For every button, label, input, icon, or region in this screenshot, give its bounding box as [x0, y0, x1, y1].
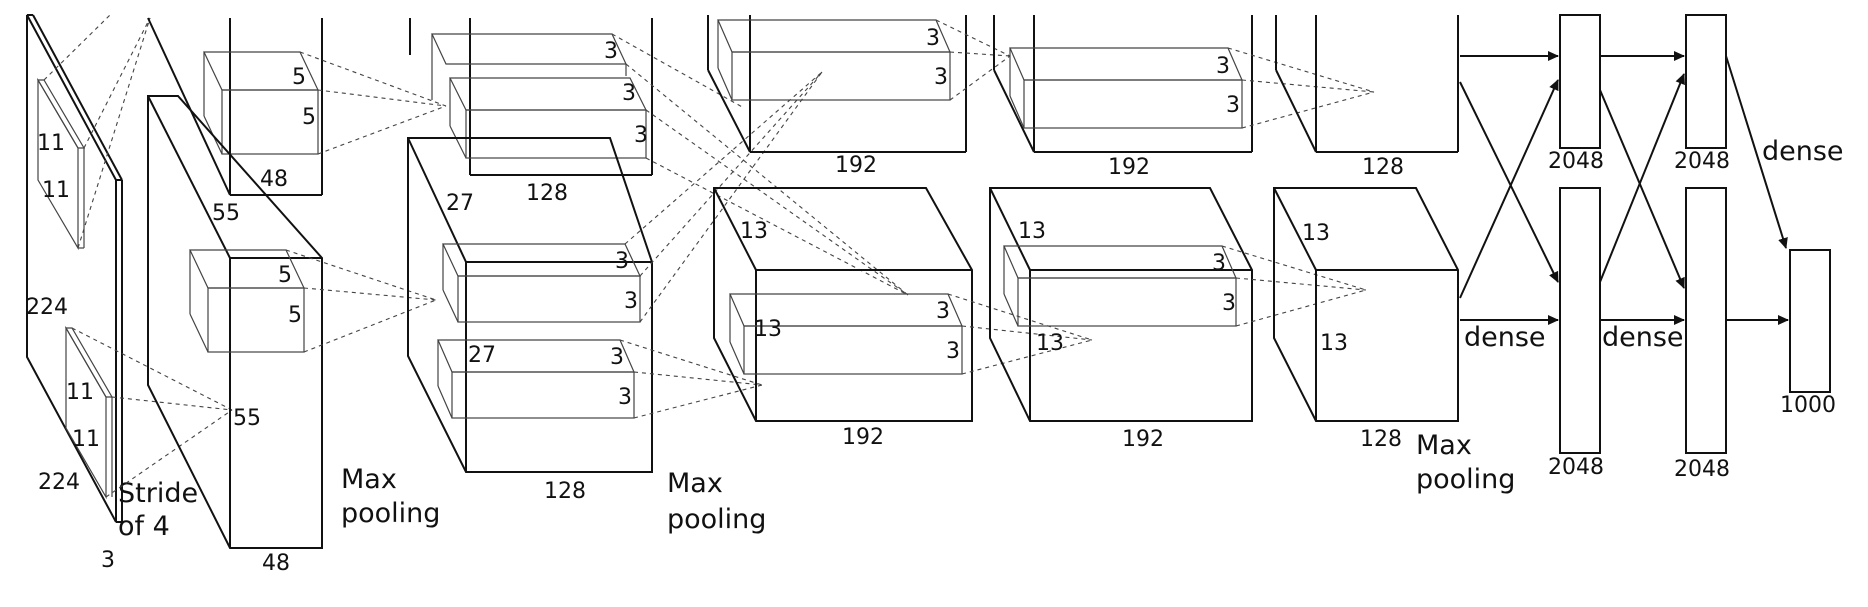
- input-connections: [43, 14, 233, 498]
- conv4-bottom-depth-label: 192: [1122, 427, 1164, 452]
- conv5-top-depth-label: 128: [1362, 155, 1404, 180]
- conv3-size-label-top: 13: [740, 219, 768, 244]
- conv1-top-kernel-label-1: 5: [292, 65, 306, 90]
- pool1-label-line1: Max: [341, 464, 397, 495]
- input-volume: [26, 14, 123, 523]
- conv2-top-depth-label: 128: [526, 181, 568, 206]
- conv5-bottom-depth-label: 128: [1360, 427, 1402, 452]
- dense-arrows: [1459, 51, 1789, 325]
- conv2-size-label-bottom: 27: [468, 343, 496, 368]
- conv2-bottom-kernel-2: [437, 339, 635, 419]
- conv4-size-label-top: 13: [1018, 219, 1046, 244]
- conv4-connections: [1221, 47, 1375, 327]
- conv2-top-kernel-2: [449, 77, 647, 159]
- conv4-top-volume: [993, 15, 1253, 153]
- conv1-bottom-depth-label: 48: [262, 551, 290, 576]
- fc1-top-label: 2048: [1548, 149, 1604, 174]
- input-size-label-top: 224: [26, 295, 68, 320]
- output-layer: [1789, 249, 1831, 393]
- conv1-top-depth-label: 48: [260, 167, 288, 192]
- conv2-bottom-kernel-label-3: 3: [610, 345, 624, 370]
- conv1-size-label-top: 55: [212, 201, 240, 226]
- fc2-top-layer: [1685, 14, 1727, 149]
- conv1-top-volume: [147, 17, 323, 196]
- conv1-top-kernel-label-2: 5: [302, 105, 316, 130]
- conv3-bottom-depth-label: 192: [842, 425, 884, 450]
- conv4-bottom-kernel-label-2: 3: [1222, 291, 1236, 316]
- conv2-bottom-kernel-1: [442, 243, 641, 323]
- pool1-label-line2: pooling: [341, 498, 440, 529]
- conv3-top-kernel-label-2: 3: [934, 65, 948, 90]
- conv2-bottom-kernel-label-1: 3: [615, 249, 629, 274]
- conv3-top-volume: [707, 15, 967, 153]
- conv5-bottom-volume: [1273, 187, 1459, 422]
- conv5-top-volume: [1275, 15, 1459, 153]
- conv1-connections: [285, 51, 447, 353]
- conv4-bottom-kernel: [1003, 245, 1237, 327]
- conv5-size-label-top: 13: [1302, 221, 1330, 246]
- fc1-bottom-layer: [1559, 187, 1601, 454]
- stride-label-line2: of 4: [118, 511, 170, 542]
- pool5-label-line2: pooling: [1416, 464, 1515, 495]
- conv3-connections: [935, 19, 1093, 375]
- conv4-top-depth-label: 192: [1108, 155, 1150, 180]
- conv2-bottom-kernel-label-2: 3: [624, 289, 638, 314]
- conv5-size-label-bottom: 13: [1320, 331, 1348, 356]
- conv3-bottom-kernel-label-1: 3: [936, 299, 950, 324]
- dense-label-2: dense: [1602, 322, 1684, 353]
- input-kernel-label-4: 11: [72, 427, 100, 452]
- conv2-top-kernel-label-3: 3: [634, 123, 648, 148]
- conv2-top-kernel-label-2: 3: [622, 81, 636, 106]
- conv1-bottom-kernel-label-1: 5: [278, 263, 292, 288]
- dense-label-top-right: dense: [1762, 136, 1844, 167]
- conv2-bottom-volume: [407, 137, 653, 473]
- conv3-top-kernel: [717, 19, 951, 101]
- stride-label-line1: Stride: [118, 478, 198, 509]
- conv2-bottom-kernel-label-4: 3: [618, 385, 632, 410]
- conv4-bottom-volume: [989, 187, 1253, 422]
- conv2-bottom-depth-label: 128: [544, 479, 586, 504]
- conv2-connections: [611, 33, 909, 419]
- input-depth-label: 3: [101, 548, 115, 573]
- fc1-top-layer: [1559, 14, 1601, 149]
- input-kernel-label-3: 11: [66, 380, 94, 405]
- conv4-top-kernel-label-2: 3: [1226, 93, 1240, 118]
- conv4-top-kernel-label-1: 3: [1216, 54, 1230, 79]
- fc2-top-label: 2048: [1674, 149, 1730, 174]
- fc1-bottom-label: 2048: [1548, 455, 1604, 480]
- conv3-size-label-bottom: 13: [754, 317, 782, 342]
- conv2-top-kernel-1: [431, 33, 627, 100]
- conv3-top-depth-label: 192: [835, 153, 877, 178]
- conv3-top-kernel-label-1: 3: [926, 26, 940, 51]
- pool2-label-line1: Max: [667, 468, 723, 499]
- conv1-size-label-bottom: 55: [233, 406, 261, 431]
- conv1-bottom-kernel-label-2: 5: [288, 303, 302, 328]
- conv4-top-kernel: [1009, 47, 1243, 129]
- input-kernel-label-1: 11: [37, 131, 65, 156]
- conv4-bottom-kernel-label-1: 3: [1212, 251, 1226, 276]
- dense-label-1: dense: [1464, 322, 1546, 353]
- input-size-label-bottom: 224: [38, 470, 80, 495]
- conv3-bottom-volume: [713, 187, 973, 422]
- input-kernel-label-2: 11: [42, 178, 70, 203]
- fc2-bottom-label: 2048: [1674, 457, 1730, 482]
- conv4-size-label-bottom: 13: [1036, 331, 1064, 356]
- conv2-size-label-top: 27: [446, 191, 474, 216]
- pool2-label-line2: pooling: [667, 504, 766, 535]
- output-label: 1000: [1780, 393, 1836, 418]
- conv1-bottom-volume: [147, 95, 323, 549]
- fc2-bottom-layer: [1685, 187, 1727, 454]
- conv3-bottom-kernel-label-2: 3: [946, 339, 960, 364]
- pool5-label-line1: Max: [1416, 430, 1472, 461]
- conv2-top-kernel-label-1: 3: [604, 39, 618, 64]
- input-kernel-top: [36, 77, 86, 251]
